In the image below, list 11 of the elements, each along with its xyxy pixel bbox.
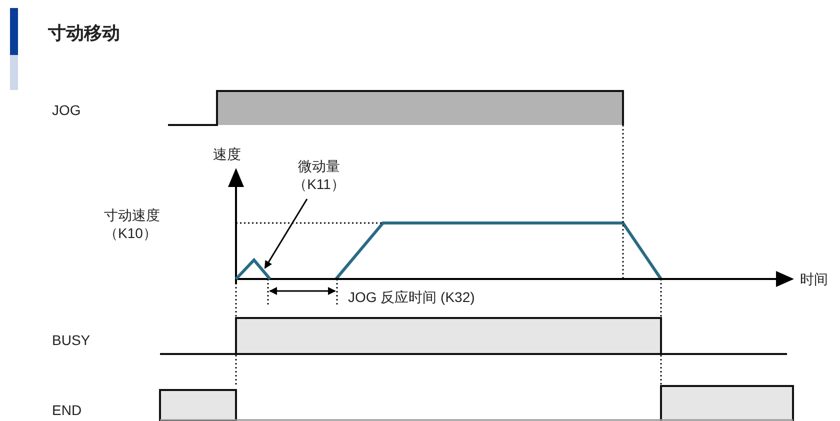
- axis-value-label: 寸动速度（K10）: [104, 206, 161, 242]
- signal-name: JOG: [52, 101, 81, 119]
- axis-label: 速度: [213, 145, 241, 163]
- title: 寸动移动: [48, 22, 120, 44]
- signal-name: END: [52, 401, 82, 419]
- jog-pulse: [234, 258, 272, 280]
- axis-label: 时间: [800, 270, 828, 288]
- dimension-label: JOG 反应时间 (K32): [348, 288, 475, 306]
- leader-line: [264, 198, 308, 269]
- signal-name: BUSY: [52, 331, 90, 349]
- callout-label: 微动量（K11）: [276, 157, 362, 193]
